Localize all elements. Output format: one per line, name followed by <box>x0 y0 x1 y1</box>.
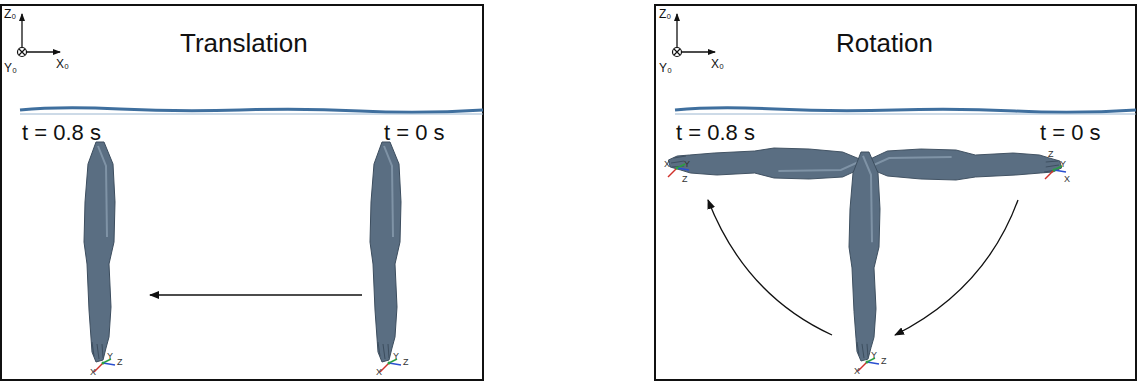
frame-axis-label: Z <box>403 358 409 367</box>
axis-label: Y₀ <box>4 62 17 74</box>
axis-label: Y₀ <box>659 62 672 74</box>
time-label: t = 0.8 s <box>676 122 755 144</box>
frame-axis-label: X <box>664 160 670 169</box>
axis-label: X₀ <box>56 58 69 70</box>
panel-title: Translation <box>180 30 308 56</box>
frame-axis-label: X <box>1064 175 1070 184</box>
axis-label: X₀ <box>711 58 724 70</box>
frame-axis-label: X <box>376 368 382 377</box>
axis-label: Z₀ <box>4 8 16 20</box>
panel-title: Rotation <box>836 30 933 56</box>
frame-axis-label: Y <box>107 352 113 361</box>
time-label: t = 0.8 s <box>22 122 101 144</box>
frame-axis-label: Z <box>682 175 688 184</box>
frame-axis-label: Z <box>881 357 887 366</box>
frame-axis-label: Y <box>684 160 690 169</box>
frame-axis-label: X <box>854 367 860 376</box>
frame-axis-label: Y <box>871 351 877 360</box>
frame-axis-label: X <box>90 368 96 377</box>
time-label: t = 0 s <box>1040 122 1101 144</box>
frame-axis-label: Y <box>393 352 399 361</box>
frame-axis-label: Z <box>117 358 123 367</box>
frame-axis-label: Y <box>1060 160 1066 169</box>
frame-axis-label: Z <box>1048 150 1054 159</box>
time-label: t = 0 s <box>384 122 445 144</box>
axis-label: Z₀ <box>659 8 671 20</box>
